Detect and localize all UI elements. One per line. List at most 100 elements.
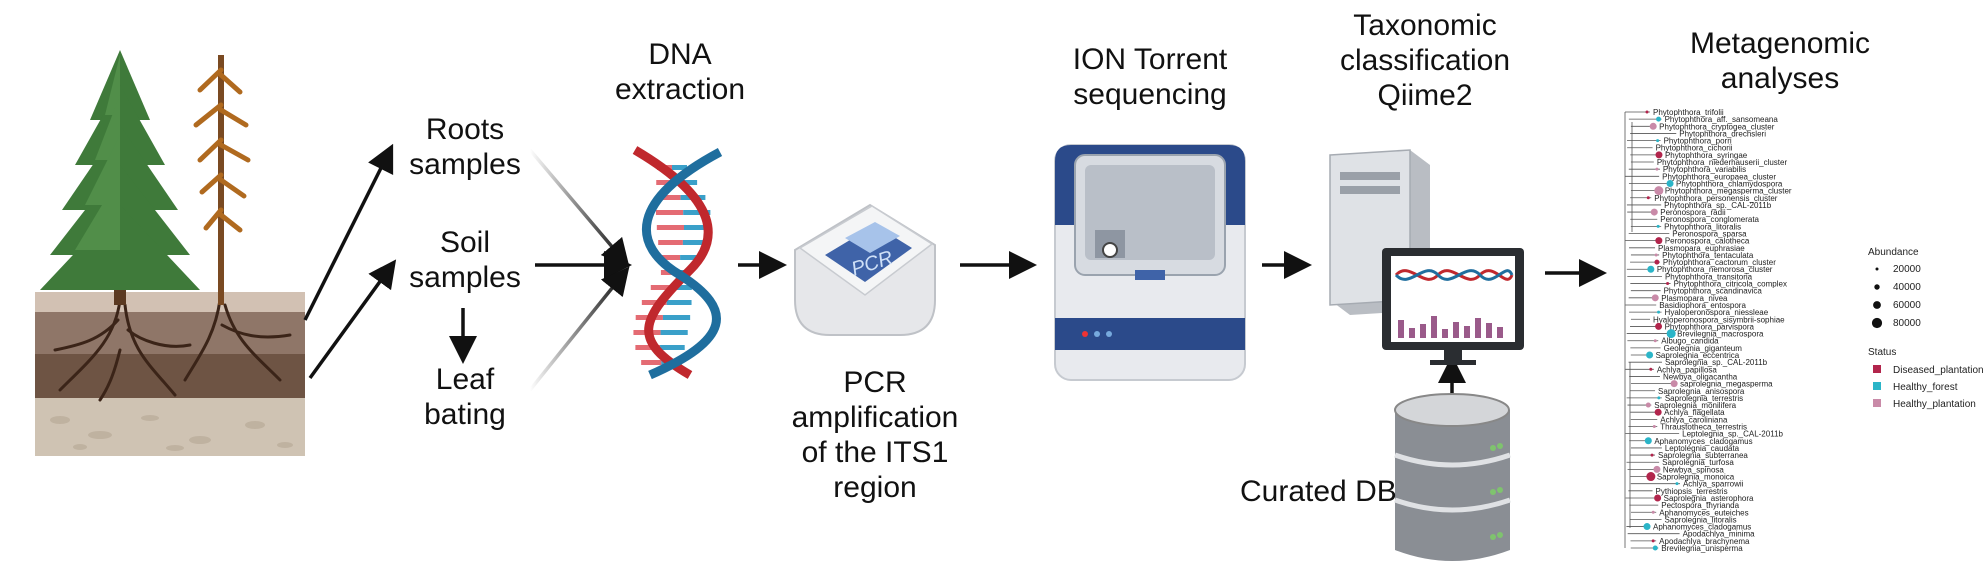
tree-tip-point (1655, 167, 1659, 171)
dna-rung (671, 285, 692, 290)
tree-tip-label: Phytophthora_transitoria (1665, 272, 1753, 281)
tree-tip-label: Saprolegnia_monilifera (1654, 401, 1736, 410)
tree-tip-label: Phytophthora_cryptogea_cluster (1659, 122, 1775, 131)
tree-tip-point (1647, 265, 1655, 273)
tree-tip-point (1644, 437, 1652, 445)
phylogenetic-tree: Phytophthora_trifoliiPhytophthora_aff._s… (1624, 108, 1792, 553)
monitor-bar (1475, 318, 1481, 338)
tree-tip-label: Saprolegnia_litoralis (1665, 515, 1737, 524)
tree-tip-label: Saprolegnia_terrestris (1665, 394, 1743, 403)
legend-status-value: Healthy_plantation (1893, 399, 1976, 410)
tree-tip-label: Phytophthora_porri (1664, 137, 1732, 146)
dna-rung (683, 210, 711, 215)
tree-tip-label: Pectospora_thyrianda (1661, 501, 1739, 510)
tree-tip-point (1656, 224, 1660, 228)
legend-abundance-value: 40000 (1893, 282, 1921, 293)
tree-tip-label: Aphanomyces_euteiches (1659, 508, 1748, 517)
tree-tip-point (1666, 329, 1676, 339)
dna-rung (662, 315, 691, 320)
tree-tip-label: Phytophthora_chlamydospora (1676, 179, 1783, 188)
tree-tip-label: Basidiophora_entospora (1659, 301, 1746, 310)
dna-rung (641, 360, 662, 365)
tree-tip-label: Apodachlya_brachynema (1659, 537, 1750, 546)
arrow-leaf-to-dna (528, 266, 630, 392)
tree-tip-point (1651, 294, 1659, 302)
tree-tip-point (1655, 237, 1663, 245)
tree-tip-point (1653, 339, 1657, 343)
legend-status-swatch (1873, 399, 1881, 407)
monitor-bar (1486, 323, 1492, 338)
tree-tip-label: Brevilegnia_macrospora (1677, 330, 1764, 339)
legend-abundance-dot (1874, 284, 1880, 290)
tree-tip-label: Saprolegnia_subterranea (1658, 451, 1748, 460)
tree-tip-label: Aphanomyces_cladogamus (1653, 523, 1751, 532)
tree-tip-point (1651, 510, 1655, 514)
tree-tip-label: Phytophthora_litoralis (1664, 222, 1741, 231)
tree-tip-label: Phytophthora_nemorosa_cluster (1657, 265, 1773, 274)
tree-tip-point (1670, 380, 1678, 388)
dna-rung (658, 240, 683, 245)
legend-status-swatch (1873, 382, 1881, 390)
legend-abundance-value: 60000 (1893, 300, 1921, 311)
dna-rung (672, 165, 687, 170)
tree-tip-label: Phytophthora_cichorii (1656, 144, 1733, 153)
tree-tip-label: Hyaloperonospora_niessleae (1665, 308, 1769, 317)
tree-tip-label: Plasmopara_euphrasiae (1658, 244, 1745, 253)
legend-status-title: Status (1868, 347, 1896, 358)
tree-tip-label: Newbya_spinosa (1663, 465, 1724, 474)
dna-rung (660, 345, 685, 350)
computer-monitor-icon (1382, 248, 1524, 365)
tree-tip-label: Plasmopara_nivea (1661, 294, 1728, 303)
tree-tip-point (1654, 259, 1660, 265)
monitor-bar (1431, 316, 1437, 338)
tree-tip-point (1654, 494, 1662, 502)
tree-tip-label: Peronospora_calotheca (1665, 237, 1750, 246)
tree-tip-label: Albugo_candida (1661, 337, 1719, 346)
legend-abundance-value: 20000 (1893, 264, 1921, 275)
tree-tip-point (1654, 186, 1664, 196)
dna-rung (660, 330, 688, 335)
tree-tip-label: Peronospora_conglomerata (1660, 215, 1759, 224)
legend-abundance-value: 80000 (1893, 318, 1921, 329)
tree-tip-point (1656, 139, 1660, 143)
monitor-bar (1398, 320, 1404, 338)
monitor-bar (1453, 322, 1459, 338)
arrow-to-roots (303, 143, 394, 321)
tree-tip-point (1650, 208, 1658, 216)
dna-rung (659, 255, 681, 260)
flow-arrows (303, 143, 1607, 395)
tree-tip-point (1654, 253, 1658, 257)
tree-tip-label: Thraustotheca_terrestris (1660, 422, 1747, 431)
tree-tip-label: Phytophthora_syringae (1665, 151, 1748, 160)
arrow-to-soil (308, 259, 397, 380)
monitor-bar (1442, 329, 1448, 338)
tree-tip-point (1666, 282, 1670, 286)
tree-tip-label: Saprolegnia_anisospora (1658, 387, 1745, 396)
tree-tip-point (1654, 408, 1662, 416)
tree-tip-point (1653, 465, 1661, 473)
tree-tip-label: Phytophthora_drechsleri (1679, 129, 1766, 138)
tree-tip-label: Brevilegnia_unisperma (1661, 544, 1743, 553)
tree-tip-label: Saprolegnia_monoica (1657, 473, 1735, 482)
tree-tip-label: Aphanomyces_cladogamus (1654, 437, 1752, 446)
tree-tip-label: Peronospora_radii (1660, 208, 1726, 217)
tree-tip-point (1646, 196, 1650, 200)
monitor-bar (1409, 328, 1415, 338)
tree-tip-point (1649, 367, 1653, 371)
tree-tip-label: Saprolegnia_eccentrica (1656, 351, 1740, 360)
tree-tip-label: Apodachlya_minima (1683, 530, 1756, 539)
tree-tip-label: Geolegnia_giganteum (1664, 344, 1743, 353)
dna-helix-icon (632, 146, 723, 380)
tree-tip-label: Saprolegnia_turfosa (1662, 458, 1734, 467)
tree-tip-point (1650, 453, 1654, 457)
dna-rung (666, 300, 692, 305)
legend-status-value: Healthy_forest (1893, 382, 1958, 393)
